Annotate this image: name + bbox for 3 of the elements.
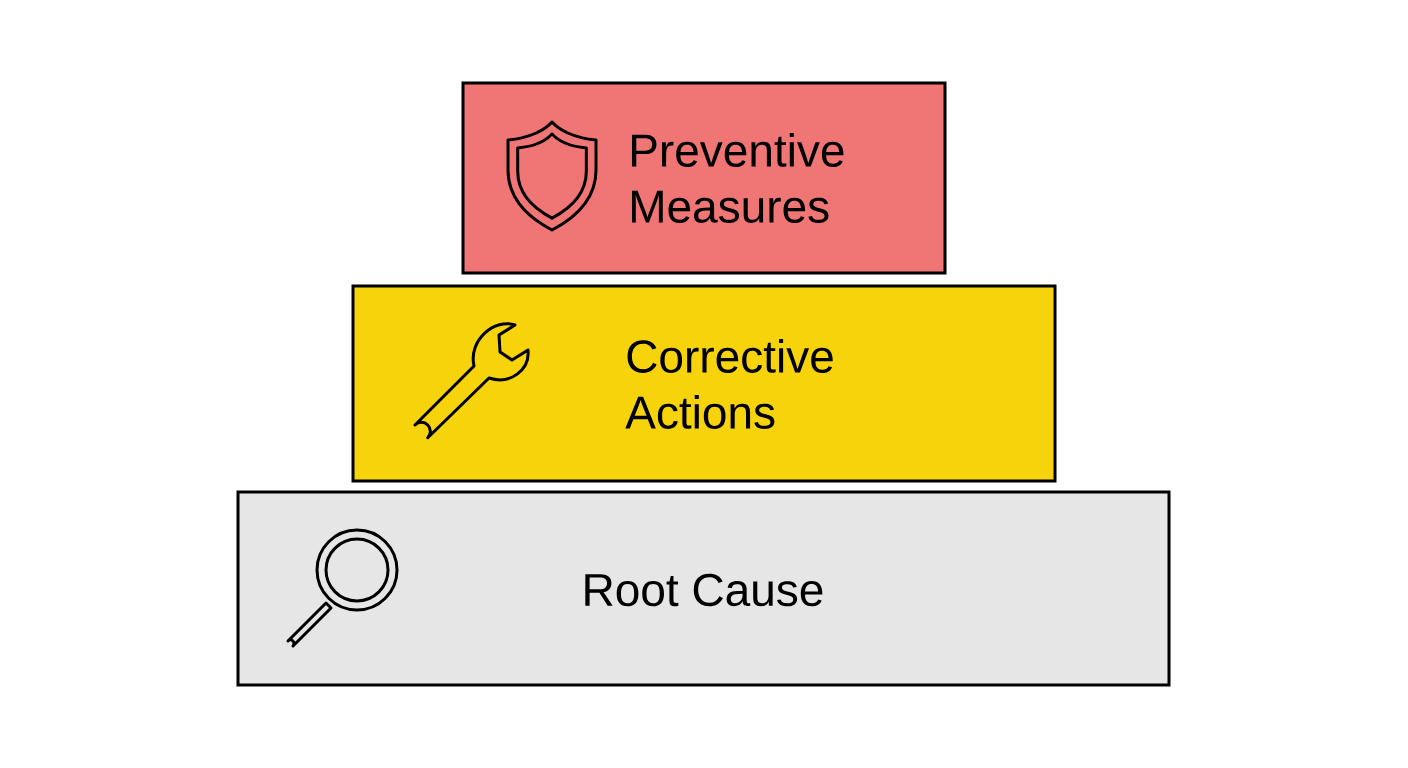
tier-box: Preventive Measures bbox=[461, 81, 947, 275]
tier-box: Corrective Actions bbox=[351, 284, 1057, 483]
tier-box: Root Cause bbox=[236, 490, 1171, 687]
